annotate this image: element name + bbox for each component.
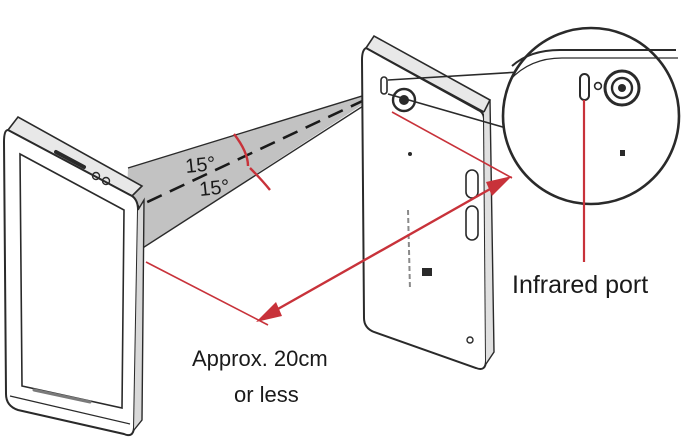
sending-phone-mark (408, 152, 412, 156)
distance-label-line2: or less (234, 382, 299, 407)
zoom-camera-lens (618, 84, 626, 92)
distance-arrowhead-left (256, 302, 282, 322)
receiving-phone (4, 117, 144, 435)
sending-phone-logo-mark (422, 268, 432, 276)
zoom-infrared-port (580, 74, 589, 100)
infrared-port-label: Infrared port (512, 271, 648, 299)
angle-label-lower: 15° (198, 176, 230, 201)
angle-label-upper: 15° (184, 153, 216, 178)
zoom-mark (620, 150, 625, 156)
sending-phone-side-button-lower (466, 206, 478, 240)
distance-label-line1: Approx. 20cm (192, 346, 328, 371)
sending-phone-side-button-upper (466, 170, 478, 198)
sending-phone-infrared-port (381, 77, 387, 94)
distance-ext-left (146, 262, 268, 325)
zoom-detail (503, 28, 679, 204)
sending-phone (362, 36, 494, 369)
